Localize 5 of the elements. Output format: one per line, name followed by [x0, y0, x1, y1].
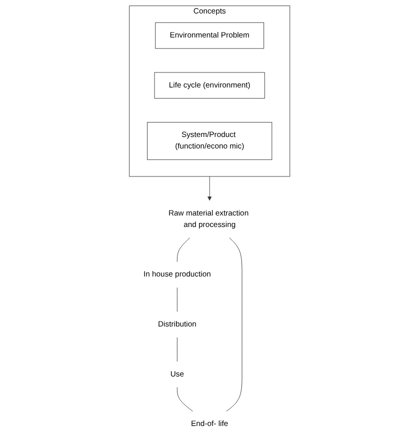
connector: [176, 387, 193, 412]
connector: [176, 337, 178, 362]
connector: [226, 238, 242, 412]
connector: [176, 287, 178, 312]
connector: [176, 238, 190, 262]
